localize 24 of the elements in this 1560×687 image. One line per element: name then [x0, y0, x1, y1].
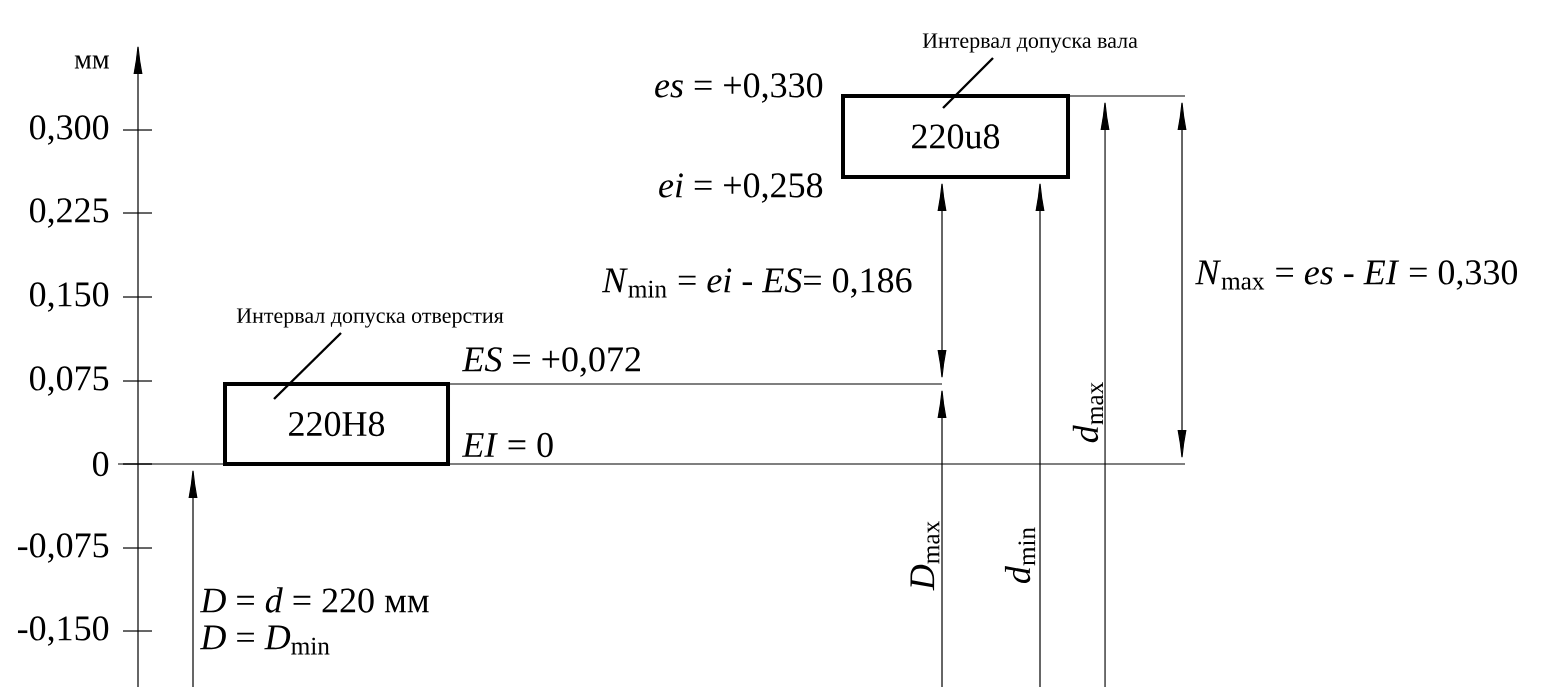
axis-label: es = +0,330 [655, 73, 823, 103]
leader-line [273, 332, 342, 400]
axis-label: -0,075 [17, 533, 109, 563]
leader-line [942, 57, 994, 109]
axis-label: 0,150 [30, 282, 109, 312]
tolerance-box: 220u8 [841, 94, 1070, 179]
callout-text: Интервал допуска вала [922, 33, 1138, 53]
axis-label: D = d = 220 мм [200, 587, 429, 613]
axis-label: ES = +0,072 [462, 347, 640, 377]
axis-label: d$_{min}$ [1004, 527, 1036, 584]
axis-label: -0,150 [17, 616, 109, 646]
tolerance-box: 220H8 [223, 382, 450, 466]
axis-label: 0 [93, 451, 109, 477]
axis-label: 0,225 [30, 198, 109, 228]
axis-label: d$_{max}$ [1072, 382, 1104, 443]
axis-label: 0,300 [30, 115, 109, 145]
axis-label: N$_{min}$ = ei - ES= 0,186 [601, 268, 912, 298]
axis-label: мм [74, 55, 109, 69]
axis-label: D = D$_{min}$ [200, 625, 330, 655]
axis-label: ei = +0,258 [659, 173, 823, 203]
axis-label: D$_{max}$ [910, 521, 940, 591]
axis-label: 0,075 [30, 366, 109, 396]
callout-text: Интервал допуска отверстия [236, 308, 504, 328]
axis-label: N$_{max}$ = es - EI = 0,330 [1195, 260, 1518, 290]
